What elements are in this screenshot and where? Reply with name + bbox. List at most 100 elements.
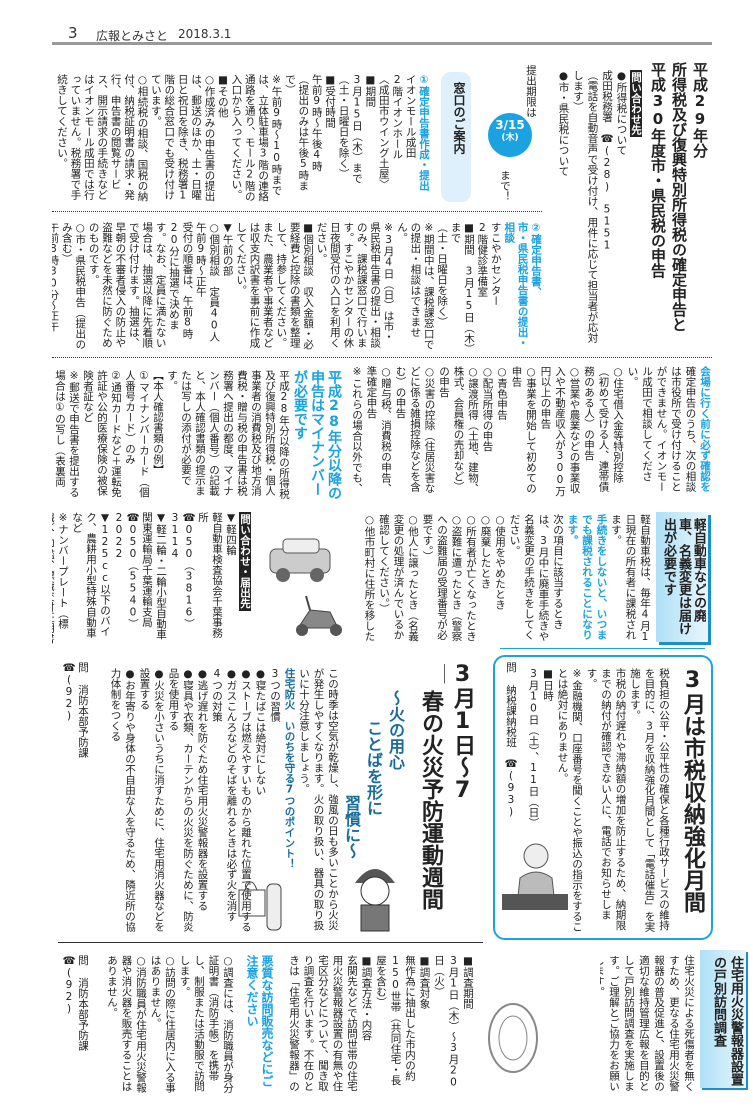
text-line: 午前9時～午後4時 [310,74,323,172]
fire-body: この時季は空気が乾燥し、強風の日も多いことから火災が発生しやすくなります。火の取… [90,668,340,938]
window-bubble [441,72,471,202]
text-line: イオンモール成田 [404,74,417,158]
collection-box [493,655,713,940]
text-line: ※ナンバープレート（標識）、印鑑、標識交付証明書が必要です。 [52,512,69,643]
text-line: ○所有者が亡くなったとき [465,514,477,642]
text-line: ●逃げ遅れを防ぐため住宅用火災警報器を設置する [196,668,209,911]
text-line: 成田税務署 ☎(28) 5151 [601,70,613,252]
kei-intro: 軽自動車税は、毎年4月1日現在の所有者に課税されます。 [610,514,651,643]
blue-rule [500,648,705,649]
text-line: 無作為に抽出した市内の約150世帯（共同住宅・長屋を含む） [375,955,416,1086]
text-line: ○個別相談 定員40人 [208,222,221,342]
text-line: ②通知カードなど＋運転免許証や公的医療保険の被保険者証など [82,370,122,498]
kei-heading-box [656,512,708,642]
text-line: ①マイナンバーカード（個人番号カード）のみ [124,370,150,498]
text-line: 市税の納付遅れや滞納額の増加を防止するため、納期限までの納付が確認できない人に、… [585,668,627,931]
survey-intro: 住宅火災による死傷者を無くすため、更なる住宅用火災警報器の普及促進と、設置後の適… [600,955,695,1092]
kei-body: 軽自動車税は、毎年4月1日現在の所有者に課税されます。 手続きをしないと、いつま… [360,514,652,644]
text-line: 問 消防本部予防課 [77,662,89,758]
deadline-pre: 提出期限は [525,65,537,118]
text-line: この時季は空気が乾燥し、強風の日も多いことから火災が発生しやすくなります。火の取… [298,668,339,931]
text-line: ●火災を小さいうちに消すために、住宅用消火器などを設置する [138,668,166,932]
publication-name: 広報とみさと [96,29,169,43]
text-line: ※午前9時～10時までは、立体駐車場3階の連絡通路を通り、モール2階の入口から入… [230,74,283,202]
text-line: ▼軽四輪 [225,512,237,556]
check-section: 会場に行く前に必ず確認を 確定申告のうち、次の相談は市役所で受け付けることができ… [352,366,712,501]
text-line: ■日時 [542,668,554,701]
text-line: ○使用をやめたとき [494,514,506,610]
text-line: 関東運輸局千葉運輸支局 [141,512,153,628]
car-illustration [269,538,331,582]
text-line: ○廃棄したとき [479,514,492,589]
survey-heading: 住宅用火災警報器設置の戸別訪問調査 [711,956,743,1086]
text-line: ○他人に譲ったとき（名義変更の処理が済んでいるか確認してください。） [378,514,419,642]
text-line: ※期間中は、課税課窓口での提出・相談はできません。 [395,222,435,350]
text-line: ○相続税の相談、国税の納付、納税証明書の請求・発行、申告書の閲覧サービス、開示請… [56,74,149,202]
divider [52,357,712,358]
survey-caution-list: ○調査には、消防職員が身分証明書（消防手帳）を携帯し、制服または活動服で訪問しま… [90,955,235,1095]
text-line: 午前8時30分～正午 [52,222,60,332]
text-line: 所得税及び復興特別所得税の確定申告と [670,62,688,332]
check-heading: 会場に行く前に必ず確認を [699,366,711,492]
collection-contact: 問 納税課納税班 ☎(93) 0433 [500,662,517,822]
text-line: ☎(92) 1313 [58,955,75,1026]
text-line: ☎(92) 1313 [58,662,75,733]
fire-title: 春の火災予防運動週間 [418,690,443,910]
text-line: 3月15日（木）まで [350,74,363,184]
text-line: ○他市町村に住所を移したとき [360,514,376,642]
fire-extinguisher-illustration [238,881,282,931]
woman-on-phone-illustration [502,843,568,910]
text-line: ●ガスこんろなどのそばを離れるときは必ず火を消す [225,668,238,922]
section-2-heading: ②確定申告書、 [530,222,542,297]
text-line: ○市・県民税申告（提出のみ含む） [60,222,87,350]
text-line: ○営業や農業などの事業収入や不動産収入が300万円以上の申告 [539,366,581,497]
text-line: ○住宅借入金等特別控除（初めて受ける人、連帯債務のある人）の申告 [583,366,624,492]
text-line: 平成29年分 [691,62,709,158]
firefighter-illustration [355,869,395,932]
text-line: 3月1日（木）～3月20日（火） [433,955,460,1089]
text-line: 玄関先などで訪問世帯の住宅用火災警報器設置の有無や住宅区分などについて、聞き取り… [285,955,358,1092]
text-line: ●お年寄りや身体の不自由な人を守るため、隣近所の協力体制をつくる [109,668,137,932]
section-1-heading: ①確定申告書作成・提出 [418,74,430,191]
text-line: 2階イオンホール [391,74,404,160]
text-line: ※郵送で申告書を提出する場合は①の写し（表裏両面）または②の写しを添付 [54,370,80,498]
text-line: （土・日曜日を除く） [337,74,350,179]
text-line: ■受付時間 [324,74,337,128]
survey-heading-box [700,950,746,1088]
survey-contact: 問 消防本部予防課☎(92) 1313 [58,955,90,1065]
text-line: 3月10日（土）、11日（日） [527,668,540,828]
text-line: ■その他 [216,74,229,118]
text-line: 問 消防本部予防課 [77,955,89,1051]
collection-body: 税負担の公平・公平性の確保と各種行政サービスの維持を目的に、3月を収納強化月間と… [525,668,671,933]
text-line: （提出のみは午後5時まで） [283,74,310,191]
text-line: （土・日曜日を除く） [436,222,449,327]
kei-heading: 軽自動車などの廃車、名義変更は届け出が必要です [661,518,706,635]
mynumber-section: 平成28年分以降の申告はマイナンバーが必要です 平成28年分以降の所得税及び復興… [52,370,342,500]
text-line: 3つの習慣 [269,668,281,722]
text-line: ○青色申告 [496,366,508,420]
text-line: ■調査対象 [418,955,431,1009]
text-line: 2階健診準備室 [476,222,489,297]
text-line: 次の項目に該当するときは、3月中に廃車手続きや名義変更の手続きをしてください。 [508,514,565,642]
contact-label: 問い合わせ先 [630,70,642,137]
text-line: ●所得税について [615,70,628,156]
text-line: 確定申告のうち、次の相談は市役所で受け付けることができません。イオンモール成田で… [626,366,697,492]
page-number: 3 [68,24,78,42]
mynumber-heading: 平成28年分以降の申告はマイナンバーが必要です [292,370,342,500]
deadline-post: まで！ [499,170,511,202]
text-line: ○盗難に遭ったとき（警察への盗難届の受理番号が必要です。） [421,514,463,642]
tax-title: 平成29年分所得税及び復興特別所得税の確定申告と平成30年度市・県民税の申告 [650,62,710,347]
issue-date: 2018.3.1 [178,27,232,41]
header-rule [52,42,712,45]
fire-slogan-3: 習慣に～ [342,795,361,859]
text-line: ○訪問の際に住居内に入る事はありません。 [149,955,177,1093]
text-line: 平成28年分以降の所得税及び復興特別所得税・個人事業者の消費税及び地方消費税・贈… [166,370,290,499]
text-line: ☎050（5540）2022 [113,512,139,629]
text-line: ○消防職員が住宅用火災警報器や消火器を販売することはありません。 [106,955,147,1093]
text-line: 4つの対策 [211,668,223,722]
text-line: ○事業を開始して初めての申告 [510,366,538,494]
text-line: ○災害の控除（住居災害などに係る雑損控除などを含む）の申告 [394,366,436,494]
